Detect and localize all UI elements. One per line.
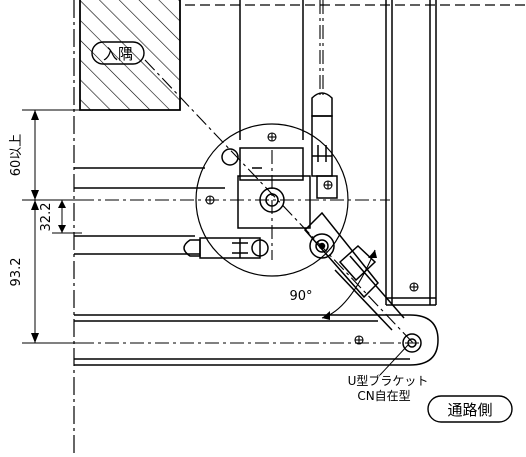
inner-corner-text: 入隅 [103, 45, 133, 63]
bracket-arm [303, 211, 405, 331]
bottom-rail [74, 314, 439, 366]
bracket-leader-line [379, 344, 409, 376]
bracket-label-line2: CN自在型 [357, 389, 410, 403]
horizontal-handle [183, 237, 261, 259]
arm-bolt [315, 239, 329, 253]
rotation-circle [195, 123, 349, 277]
dim-60-label: 60以上 [9, 134, 24, 177]
horizontal-rails [74, 167, 225, 255]
dim-93-label: 93.2 [9, 258, 24, 287]
vertical-handle [311, 92, 338, 199]
passage-side-label: 通路側 [427, 395, 513, 423]
passage-side-text: 通路側 [447, 401, 492, 419]
screw-marks [205, 132, 419, 345]
center-pivot [259, 187, 285, 213]
corner-bolt [402, 333, 422, 353]
dimension-lines [22, 109, 82, 344]
angle-arc [321, 249, 377, 320]
inner-corner-label: 入隅 [91, 41, 145, 65]
vertical-frame [239, 0, 437, 306]
angle-label: 90° [289, 289, 312, 304]
bracket-label-line1: U型ブラケット [348, 373, 429, 388]
dim-32-label: 32.2 [39, 203, 54, 232]
wall-hatch [79, 0, 181, 111]
